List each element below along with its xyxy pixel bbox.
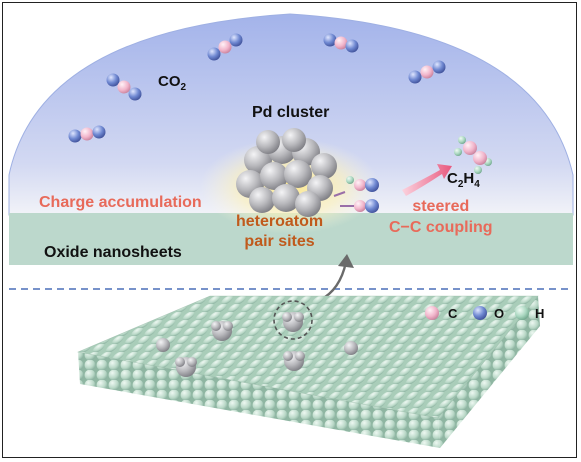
pd-cluster-small-icon xyxy=(175,357,197,377)
pd-cluster-highlighted-icon xyxy=(273,300,313,340)
steered-line1: steered xyxy=(412,198,470,215)
legend-carbon-icon xyxy=(425,306,439,320)
c2h4-label: C2H4 xyxy=(447,170,480,190)
heteroatom-line1: heteroatom xyxy=(236,213,324,230)
adsorbed-co-intermediate-icon xyxy=(333,176,379,213)
pd-cluster-label: Pd cluster xyxy=(252,104,330,121)
legend-carbon-label: C xyxy=(448,306,458,321)
legend-oxygen-label: O xyxy=(494,306,505,321)
pd-cluster-small-icon xyxy=(211,321,233,341)
pd-cluster-small-icon xyxy=(283,351,305,371)
steered-line2: C−C coupling xyxy=(389,219,493,236)
heteroatom-pair-sites-label: heteroatom pair sites xyxy=(236,212,323,252)
heteroatom-line2: pair sites xyxy=(244,233,315,250)
pd-cluster-icon xyxy=(236,128,337,217)
co2-molecule-icon xyxy=(408,60,446,84)
zoom-arrow-head-icon xyxy=(338,254,354,268)
legend-hydrogen-label: H xyxy=(535,306,545,321)
co2-molecule-icon xyxy=(207,33,243,61)
steered-coupling-label: steered C−C coupling xyxy=(389,196,493,238)
co2-molecule-icon xyxy=(68,125,106,143)
zoom-arrow-icon xyxy=(319,261,348,302)
legend-hydrogen-icon xyxy=(515,306,529,320)
nanosheet-lattice xyxy=(76,295,540,448)
co2-molecule-icon xyxy=(106,73,142,101)
reaction-dome xyxy=(8,13,574,216)
charge-accumulation-label: Charge accumulation xyxy=(39,194,202,211)
oxide-nanosheets-label: Oxide nanosheets xyxy=(44,244,182,261)
pd-cluster-small-icon xyxy=(156,338,170,352)
co2-molecule-icon xyxy=(323,33,359,53)
legend-oxygen-icon xyxy=(473,306,487,320)
reaction-arrow-icon xyxy=(402,164,452,196)
pd-cluster-small-icon xyxy=(344,341,358,355)
c2h4-molecule-icon xyxy=(454,136,492,174)
co2-label: CO2 xyxy=(158,73,187,93)
